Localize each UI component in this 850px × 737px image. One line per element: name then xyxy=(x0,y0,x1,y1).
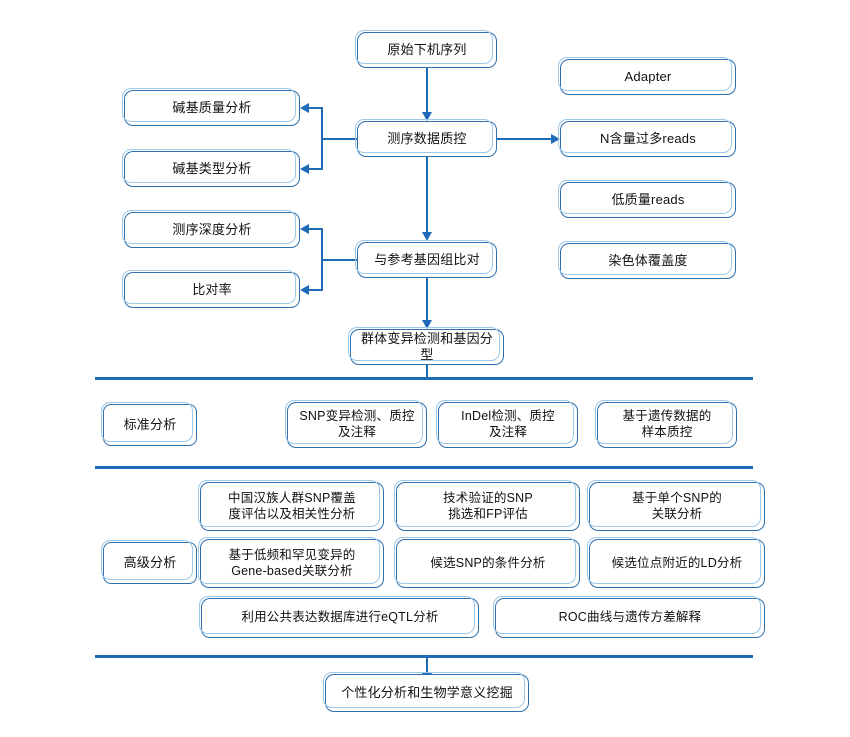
arrow-align-to-depth xyxy=(300,223,309,234)
node-base-type-analysis[interactable]: 碱基类型分析 xyxy=(122,149,300,187)
node-public-expression-eqtl-label: 利用公共表达数据库进行eQTL分析 xyxy=(241,610,439,625)
node-single-snp-association[interactable]: 基于单个SNP的 关联分析 xyxy=(587,480,765,531)
node-alignment-rate[interactable]: 比对率 xyxy=(122,270,300,308)
arrow-align-to-variant xyxy=(421,320,432,329)
connector-variant-to-standard xyxy=(426,365,428,378)
node-base-quality-analysis-label: 碱基质量分析 xyxy=(172,99,252,115)
connector-align-left-arm-1 xyxy=(309,228,323,230)
section-tag-standard-analysis-label: 标准分析 xyxy=(123,416,177,432)
node-indel-detection-qc-annotation-label: InDel检测、质控 及注释 xyxy=(461,409,555,439)
node-n-content-reads[interactable]: N含量过多reads xyxy=(558,119,736,157)
node-personalized-analysis[interactable]: 个性化分析和生物学意义挖掘 xyxy=(323,672,529,712)
arrow-qc-to-n-reads xyxy=(551,133,560,144)
arrow-qc-to-base-quality xyxy=(300,102,309,113)
section-divider-3 xyxy=(95,655,753,658)
section-tag-standard-analysis[interactable]: 标准分析 xyxy=(101,402,197,446)
node-candidate-snp-conditional[interactable]: 候选SNP的条件分析 xyxy=(394,537,580,588)
node-gene-based-association-label: 基于低频和罕见变异的 Gene-based关联分析 xyxy=(228,547,356,578)
section-tag-advanced-analysis[interactable]: 高级分析 xyxy=(101,540,197,584)
node-sequencing-qc[interactable]: 测序数据质控 xyxy=(355,119,497,157)
node-snp-detection-qc-annotation[interactable]: SNP变异检测、质控 及注释 xyxy=(285,400,427,448)
connector-align-left-trunk xyxy=(321,229,323,291)
node-personalized-analysis-label: 个性化分析和生物学意义挖掘 xyxy=(341,684,513,700)
section-tag-advanced-analysis-label: 高级分析 xyxy=(123,554,177,570)
node-indel-detection-qc-annotation[interactable]: InDel检测、质控 及注释 xyxy=(436,400,578,448)
connector-to-final xyxy=(426,657,428,675)
node-validated-snp-selection-fp[interactable]: 技术验证的SNP 挑选和FP评估 xyxy=(394,480,580,531)
node-base-type-analysis-label: 碱基类型分析 xyxy=(172,160,252,176)
section-divider-1 xyxy=(95,377,753,380)
node-roc-genetic-variance[interactable]: ROC曲线与遗传方差解释 xyxy=(493,596,765,638)
node-sequencing-depth-analysis-label: 测序深度分析 xyxy=(172,221,252,237)
node-candidate-locus-ld[interactable]: 候选位点附近的LD分析 xyxy=(587,537,765,588)
node-sequencing-qc-label: 测序数据质控 xyxy=(387,130,467,146)
node-chromosome-coverage[interactable]: 染色体覆盖度 xyxy=(558,241,736,279)
node-variant-calling-label: 群体变异检测和基因分型 xyxy=(360,330,493,362)
connector-qc-left-arm-1 xyxy=(309,107,323,109)
node-validated-snp-selection-fp-label: 技术验证的SNP 挑选和FP评估 xyxy=(443,490,533,521)
node-adapter[interactable]: Adapter xyxy=(558,57,736,95)
node-low-quality-reads[interactable]: 低质量reads xyxy=(558,180,736,218)
connector-raw-to-qc xyxy=(426,68,428,114)
node-han-chinese-snp-coverage[interactable]: 中国汉族人群SNP覆盖 度评估以及相关性分析 xyxy=(198,480,384,531)
node-reference-alignment[interactable]: 与参考基因组比对 xyxy=(355,240,497,278)
connector-align-left-stem xyxy=(321,259,359,261)
arrow-raw-to-qc xyxy=(421,112,432,121)
node-candidate-snp-conditional-label: 候选SNP的条件分析 xyxy=(430,555,546,570)
node-chromosome-coverage-label: 染色体覆盖度 xyxy=(608,252,688,268)
node-raw-sequence[interactable]: 原始下机序列 xyxy=(355,30,497,68)
section-divider-2 xyxy=(95,466,753,469)
connector-qc-left-stem xyxy=(321,138,359,140)
arrow-align-to-rate xyxy=(300,284,309,295)
node-variant-calling[interactable]: 群体变异检测和基因分型 xyxy=(348,327,504,365)
node-han-chinese-snp-coverage-label: 中国汉族人群SNP覆盖 度评估以及相关性分析 xyxy=(228,490,356,521)
node-genetic-data-sample-qc[interactable]: 基于遗传数据的 样本质控 xyxy=(595,400,737,448)
connector-align-left-arm-2 xyxy=(309,289,323,291)
connector-qc-left-arm-2 xyxy=(309,168,323,170)
node-n-content-reads-label: N含量过多reads xyxy=(600,130,696,146)
node-candidate-locus-ld-label: 候选位点附近的LD分析 xyxy=(611,555,743,570)
arrow-qc-to-base-type xyxy=(300,163,309,174)
connector-qc-right xyxy=(497,138,551,140)
node-sequencing-depth-analysis[interactable]: 测序深度分析 xyxy=(122,210,300,248)
node-public-expression-eqtl[interactable]: 利用公共表达数据库进行eQTL分析 xyxy=(199,596,479,638)
node-genetic-data-sample-qc-label: 基于遗传数据的 样本质控 xyxy=(622,409,712,439)
connector-qc-left-trunk xyxy=(321,108,323,170)
node-snp-detection-qc-annotation-label: SNP变异检测、质控 及注释 xyxy=(299,409,415,439)
node-alignment-rate-label: 比对率 xyxy=(192,281,232,297)
connector-align-to-variant xyxy=(426,278,428,322)
node-reference-alignment-label: 与参考基因组比对 xyxy=(374,251,480,267)
node-single-snp-association-label: 基于单个SNP的 关联分析 xyxy=(632,490,722,521)
node-base-quality-analysis[interactable]: 碱基质量分析 xyxy=(122,88,300,126)
node-gene-based-association[interactable]: 基于低频和罕见变异的 Gene-based关联分析 xyxy=(198,537,384,588)
node-roc-genetic-variance-label: ROC曲线与遗传方差解释 xyxy=(558,610,702,625)
node-low-quality-reads-label: 低质量reads xyxy=(611,191,685,207)
arrow-qc-to-alignment xyxy=(421,232,432,241)
connector-qc-to-alignment xyxy=(426,157,428,234)
node-adapter-label: Adapter xyxy=(624,68,672,84)
node-raw-sequence-label: 原始下机序列 xyxy=(387,41,467,57)
